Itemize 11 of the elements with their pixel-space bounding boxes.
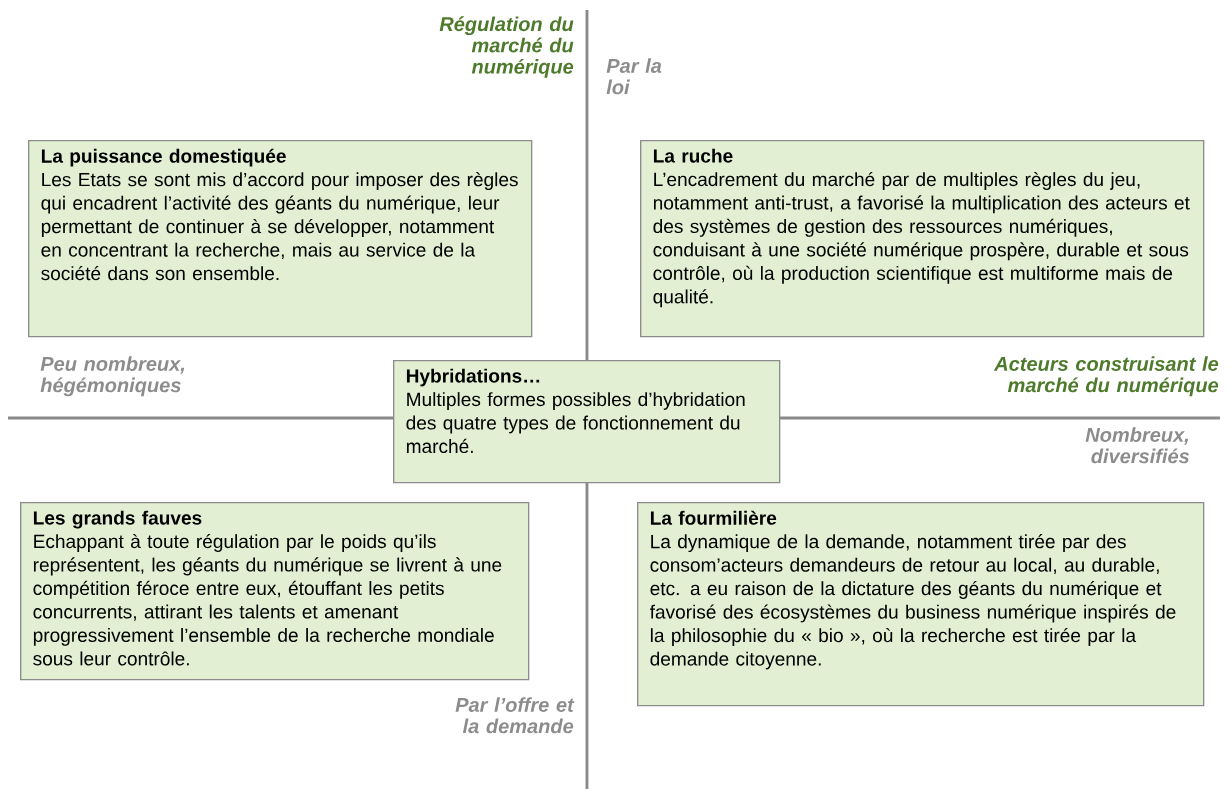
axis-label: Par l’offre et la demande <box>455 697 575 734</box>
scenario-box: La puissance domestiquée Les Etats se sont mis d’accord pour imposer des règles qui encadrent l’activité des géants du numérique, leur permettant de continuer à se développer, notamment en concentrant la recherche, mais au service de la société dans son ensemble. <box>28 140 533 338</box>
axis-label: Par la loi <box>606 58 662 95</box>
axis-label: Acteurs construisant le marché du numérique <box>993 356 1219 397</box>
axis-label: Peu nombreux, hégémoniques <box>40 356 185 397</box>
scenario-box: La fourmilière La dynamique de la demande, notamment tirée par des consom’acteurs demandeurs de retour au local, au durable, etc. a eu raison de la dictature des géants du numérique et favorisé des écosystèmes du business numérique inspirés de la philosophie du « bio », où la recherche est tirée par la demande citoyenne. <box>637 502 1205 707</box>
axis-label: Régulation du marché du numérique <box>439 16 574 78</box>
scenario-box: La ruche L’encadrement du marché par de multiples règles du jeu, notamment anti-trust, a favorisé la multiplication des acteurs et des systèmes de gestion des ressources numériques, conduisant à une société numérique prospère, durable et sous contrôle, où la production scientifique est multiforme mais de qualité. <box>640 140 1205 338</box>
scenario-box: Hybridations… Multiples formes possibles d’hybridation des quatre types de fonctionnement du marché. <box>393 360 781 484</box>
axis-label: Nombreux, diversifiés <box>1085 427 1190 464</box>
scenario-box: Les grands fauves Echappant à toute régulation par le poids qu’ils représentent, les géants du numérique se livrent à une compétition féroce entre eux, étouffant les petits concurrents, attirant les talents et amenant progressivement l’ensemble de la recherche mondiale sous leur contrôle. <box>20 502 530 681</box>
